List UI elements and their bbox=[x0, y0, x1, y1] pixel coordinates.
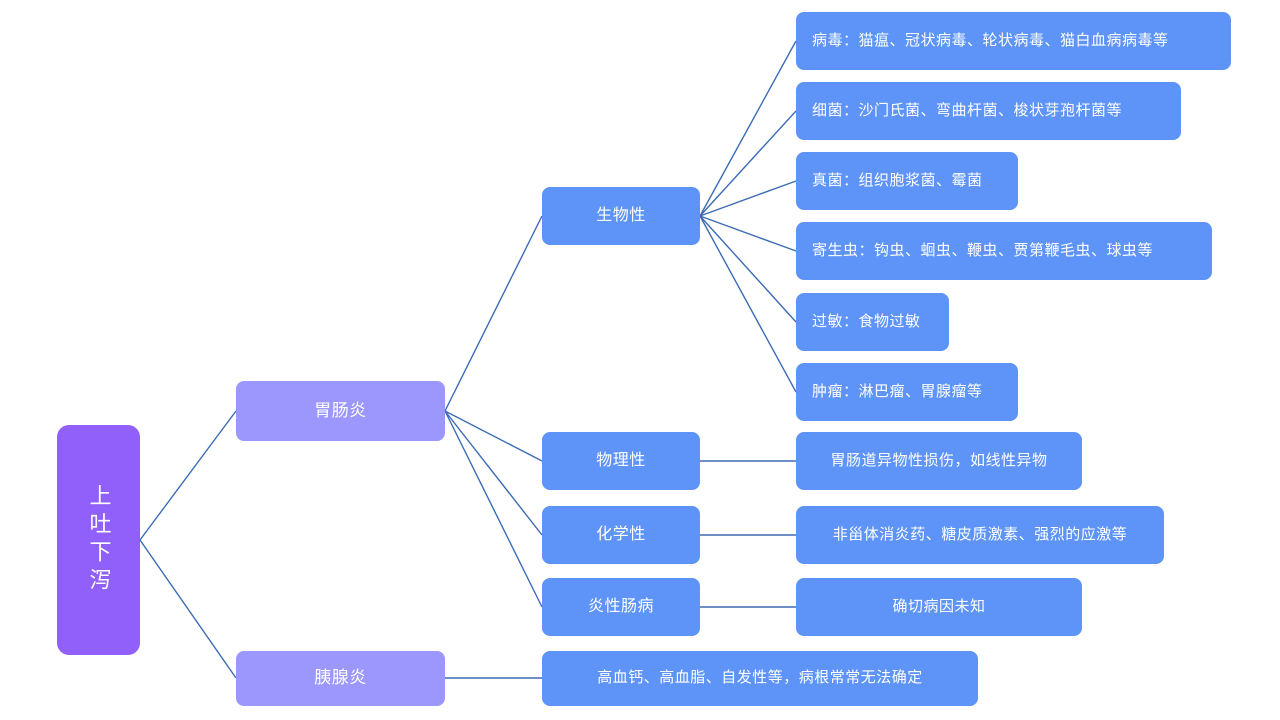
node-huaxuexing[interactable]: 化学性 bbox=[542, 506, 700, 564]
node-zhongliu[interactable]: 肿瘤：淋巴瘤、胃腺瘤等 bbox=[796, 363, 1018, 421]
node-huaxuexing-label: 化学性 bbox=[596, 526, 646, 544]
node-huaxuexing-detail-label: 非甾体消炎药、糖皮质激素、强烈的应激等 bbox=[832, 525, 1128, 543]
node-weichangyan-label: 胃肠炎 bbox=[314, 400, 367, 420]
node-shengwuxing-label: 生物性 bbox=[596, 207, 646, 225]
node-wulixing-detail-label: 胃肠道异物性损伤，如线性异物 bbox=[830, 451, 1048, 469]
edge-weichangyan-to-wulixing bbox=[444, 410, 543, 462]
node-root-label: 上吐下泻 bbox=[86, 484, 112, 596]
node-yixianyan-detail[interactable]: 高血钙、高血脂、自发性等，病根常常无法确定 bbox=[542, 651, 978, 706]
node-zhenjun[interactable]: 真菌：组织胞浆菌、霉菌 bbox=[796, 152, 1018, 210]
node-yixianyan-label: 胰腺炎 bbox=[314, 668, 367, 688]
node-yixianyan-detail-label: 高血钙、高血脂、自发性等，病根常常无法确定 bbox=[597, 669, 923, 687]
node-jishengchong[interactable]: 寄生虫：钩虫、蛔虫、鞭虫、贾第鞭毛虫、球虫等 bbox=[796, 222, 1212, 280]
node-wulixing-detail[interactable]: 胃肠道异物性损伤，如线性异物 bbox=[796, 432, 1082, 490]
edge-weichangyan-to-yanxingchangbing bbox=[444, 410, 543, 608]
node-yanxingchangbing[interactable]: 炎性肠病 bbox=[542, 578, 700, 636]
node-yanxingchangbing-label: 炎性肠病 bbox=[587, 598, 654, 616]
edge-root-to-weichangyan bbox=[139, 410, 237, 541]
node-wulixing-label: 物理性 bbox=[596, 452, 646, 470]
node-jishengchong-label: 寄生虫：钩虫、蛔虫、鞭虫、贾第鞭毛虫、球虫等 bbox=[812, 241, 1154, 259]
edge-shengwuxing-to-zhongliu bbox=[699, 215, 797, 393]
edge-shengwuxing-to-xijun bbox=[699, 110, 797, 217]
node-huaxuexing-detail[interactable]: 非甾体消炎药、糖皮质激素、强烈的应激等 bbox=[796, 506, 1164, 564]
node-root[interactable]: 上吐下泻 bbox=[57, 425, 140, 655]
node-yixianyan[interactable]: 胰腺炎 bbox=[236, 651, 445, 706]
node-weichangyan[interactable]: 胃肠炎 bbox=[236, 381, 445, 441]
node-wulixing[interactable]: 物理性 bbox=[542, 432, 700, 490]
edge-shengwuxing-to-bingdu bbox=[699, 40, 797, 217]
edge-weichangyan-to-shengwuxing bbox=[444, 215, 543, 412]
edge-shengwuxing-to-guomin bbox=[699, 215, 797, 323]
edge-root-to-yixianyan bbox=[139, 539, 237, 679]
node-yanxingchangbing-detail[interactable]: 确切病因未知 bbox=[796, 578, 1082, 636]
node-zhongliu-label: 肿瘤：淋巴瘤、胃腺瘤等 bbox=[812, 382, 983, 400]
node-zhenjun-label: 真菌：组织胞浆菌、霉菌 bbox=[812, 171, 983, 189]
node-bingdu-label: 病毒：猫瘟、冠状病毒、轮状病毒、猫白血病病毒等 bbox=[812, 31, 1169, 49]
edge-shengwuxing-to-zhenjun bbox=[699, 180, 797, 217]
node-xijun[interactable]: 细菌：沙门氏菌、弯曲杆菌、梭状芽孢杆菌等 bbox=[796, 82, 1181, 140]
node-bingdu[interactable]: 病毒：猫瘟、冠状病毒、轮状病毒、猫白血病病毒等 bbox=[796, 12, 1231, 70]
edge-shengwuxing-to-jishengchong bbox=[699, 215, 797, 252]
node-shengwuxing[interactable]: 生物性 bbox=[542, 187, 700, 245]
edge-weichangyan-to-huaxuexing bbox=[444, 410, 543, 536]
node-guomin-label: 过敏：食物过敏 bbox=[812, 312, 921, 330]
node-xijun-label: 细菌：沙门氏菌、弯曲杆菌、梭状芽孢杆菌等 bbox=[812, 101, 1123, 119]
node-guomin[interactable]: 过敏：食物过敏 bbox=[796, 293, 949, 351]
node-yanxingchangbing-detail-label: 确切病因未知 bbox=[892, 597, 986, 615]
